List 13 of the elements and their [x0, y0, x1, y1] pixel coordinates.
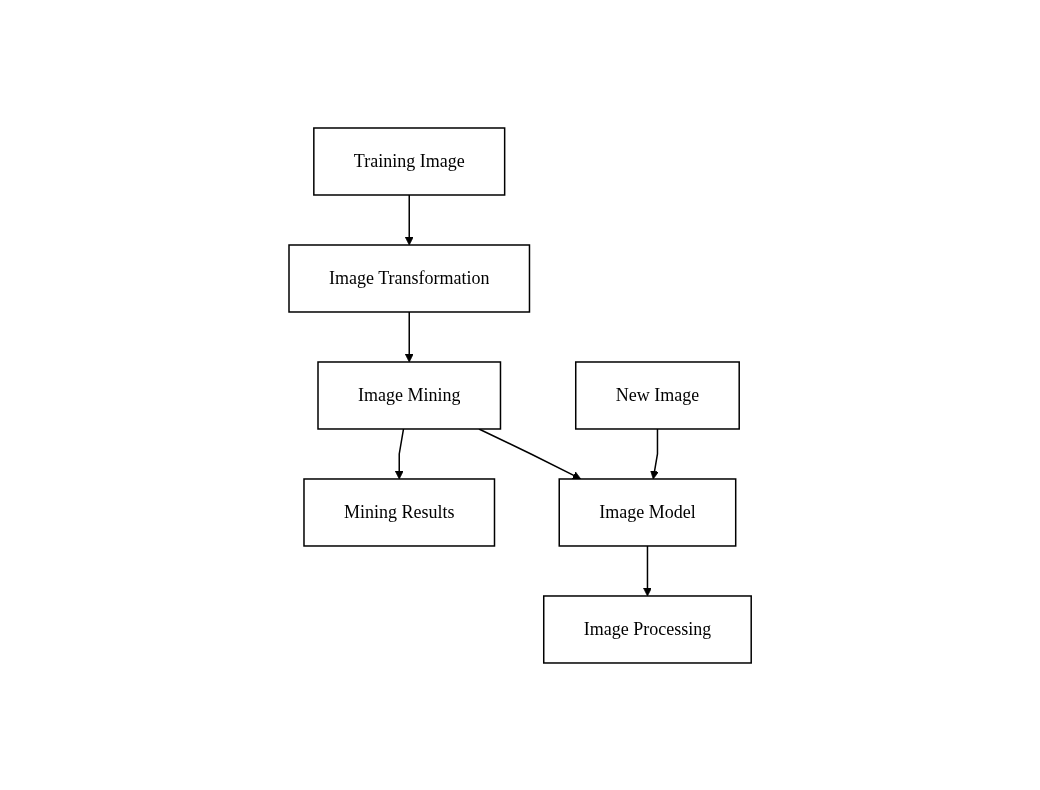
arrow: [394, 427, 405, 479]
node-box: Image Processing: [542, 594, 752, 664]
arrow: [642, 544, 652, 596]
node-box: New Image: [574, 360, 740, 430]
arrow: [650, 427, 659, 479]
arrow: [404, 193, 414, 245]
node-box: Mining Results: [303, 477, 496, 547]
node-box: Image Mining: [317, 360, 502, 430]
node-box: Training Image: [312, 126, 506, 196]
arrow: [404, 310, 414, 362]
node-box: Image Model: [558, 477, 737, 547]
arrow: [478, 427, 582, 479]
node-box: Image Transformation: [288, 243, 531, 313]
